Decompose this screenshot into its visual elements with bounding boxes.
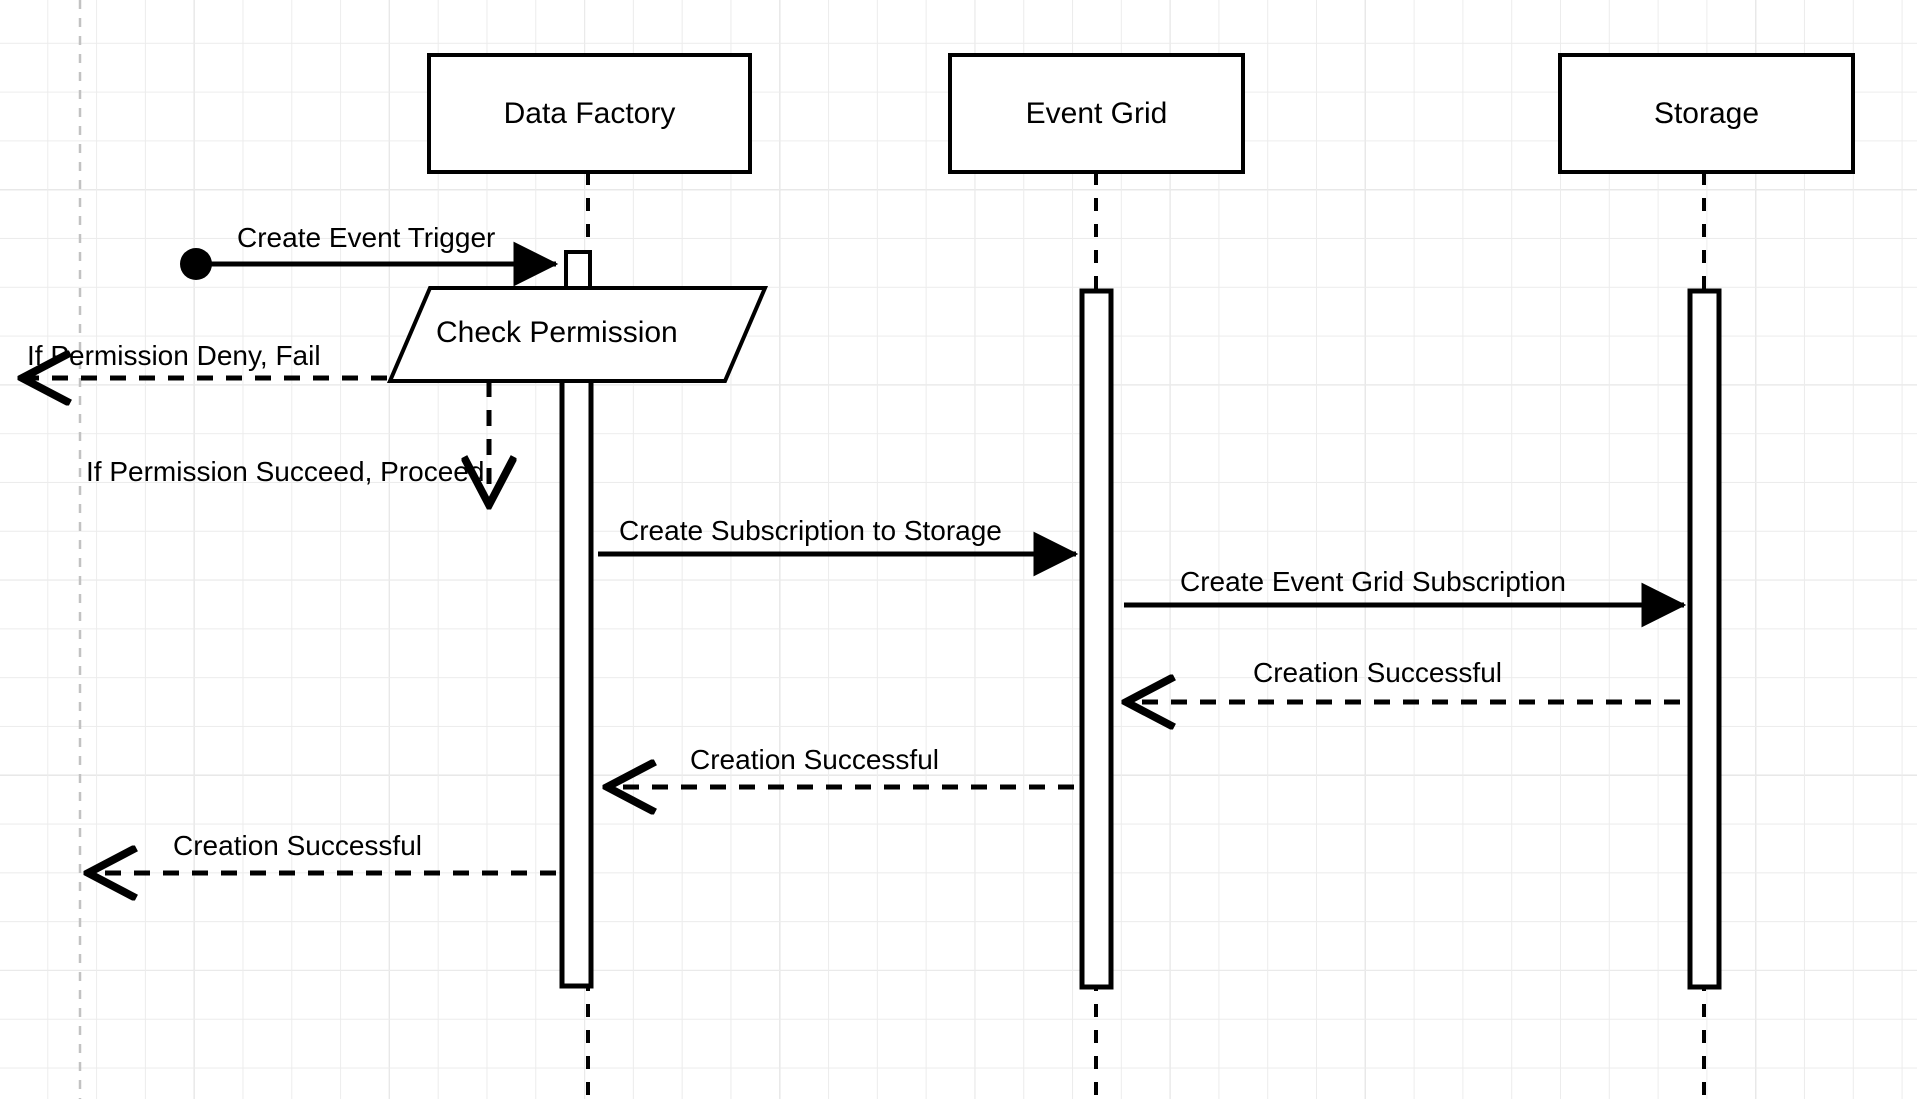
participant-box-storage[interactable] xyxy=(1558,53,1855,174)
activation-bar-data-factory xyxy=(559,375,594,989)
message-label-permission-succeed-proceed: If Permission Succeed, Proceed xyxy=(86,456,485,487)
message-label-create-event-grid-subscription: Create Event Grid Subscription xyxy=(1180,566,1566,597)
message-label-create-event-trigger: Create Event Trigger xyxy=(237,222,496,253)
participant-box-data-factory[interactable] xyxy=(427,53,752,174)
note-shape-check-permission[interactable] xyxy=(386,286,769,383)
participant-label-event-grid: Event Grid xyxy=(1025,97,1168,130)
participant-label-data-factory: Data Factory xyxy=(503,97,676,130)
note-label-check-permission: Check Permission xyxy=(436,316,678,349)
message-label-creation-successful-storage-to-eventgrid: Creation Successful xyxy=(1253,657,1503,688)
message-label-permission-deny-fail: If Permission Deny, Fail xyxy=(27,340,321,371)
activation-bar-storage xyxy=(1687,288,1722,990)
message-label-creation-successful-eventgrid-to-datafactory: Creation Successful xyxy=(690,744,940,775)
participant-box-event-grid[interactable] xyxy=(948,53,1245,174)
activation-bar-event-grid xyxy=(1079,288,1114,990)
participant-label-storage: Storage xyxy=(1653,97,1760,130)
message-label-creation-successful-datafactory-to-caller: Creation Successful xyxy=(173,830,423,861)
message-label-create-subscription-to-storage: Create Subscription to Storage xyxy=(619,515,1002,546)
